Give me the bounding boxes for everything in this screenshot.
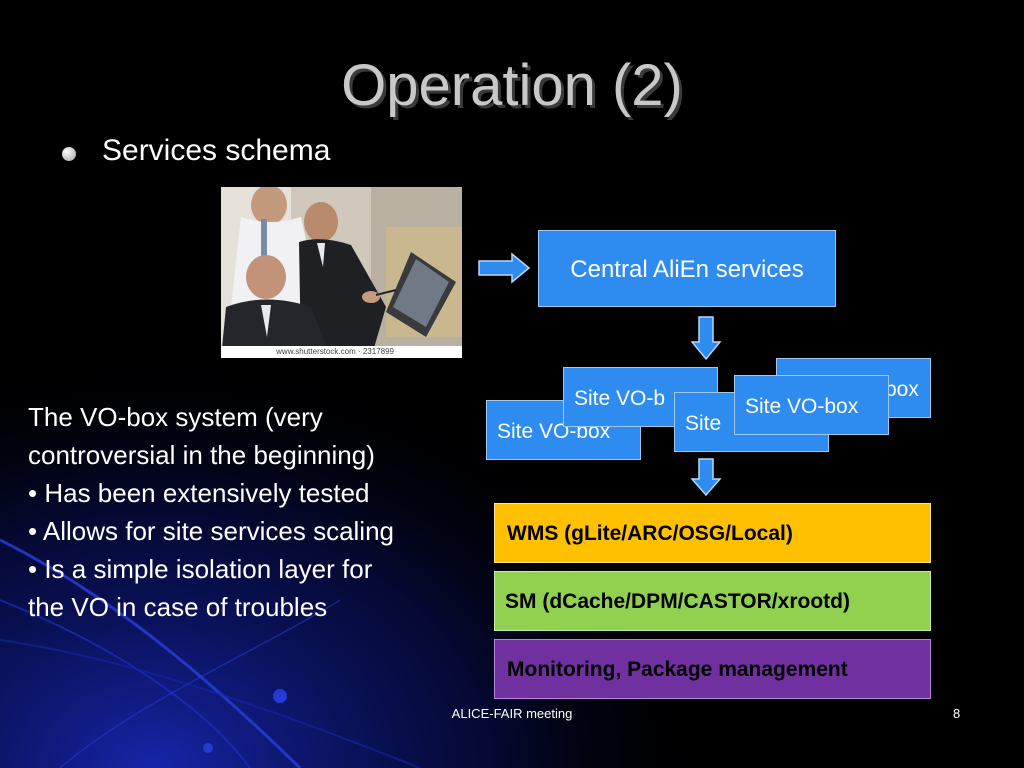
vo-box-description: The VO-box system (very controversial in… <box>28 398 488 626</box>
note-line: • Has been extensively tested <box>28 478 370 508</box>
bullet-dot-icon <box>62 147 76 161</box>
photo-watermark: www.shutterstock.com · 2317899 <box>221 346 462 358</box>
slide-title: Operation (2) <box>341 53 683 118</box>
note-line: controversial in the beginning) <box>28 440 375 470</box>
right-arrow-icon <box>478 252 531 284</box>
meeting-photo-illustration <box>221 187 462 358</box>
bullet-text: Services schema <box>102 134 331 167</box>
note-line: • Is a simple isolation layer for <box>28 554 373 584</box>
meeting-photo: www.shutterstock.com · 2317899 <box>221 187 462 358</box>
site-vo-box: Site VO-box <box>734 375 889 435</box>
central-alien-services-box: Central AliEn services <box>538 230 836 307</box>
note-line: • Allows for site services scaling <box>28 516 395 546</box>
sm-layer: SM (dCache/DPM/CASTOR/xrootd) <box>494 571 931 631</box>
down-arrow-icon <box>690 316 722 361</box>
down-arrow-icon <box>690 458 722 497</box>
monitoring-layer: Monitoring, Package management <box>494 639 931 699</box>
slide-page-number: 8 <box>953 706 961 721</box>
note-line: the VO in case of troubles <box>28 592 328 622</box>
wms-layer: WMS (gLite/ARC/OSG/Local) <box>494 503 931 563</box>
note-line: The VO-box system (very <box>28 402 323 432</box>
footer-meeting-name: ALICE-FAIR meeting <box>451 706 573 721</box>
